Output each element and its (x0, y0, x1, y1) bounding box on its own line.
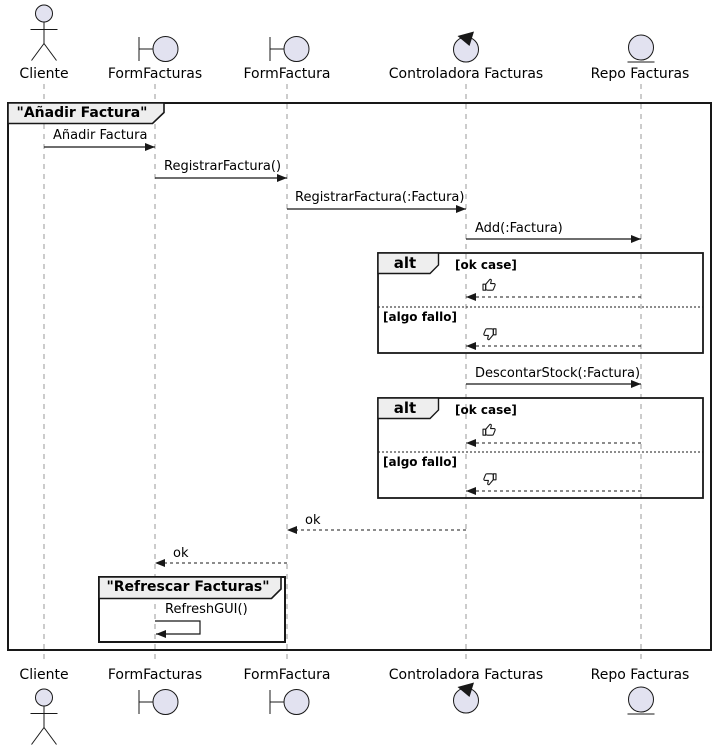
message-label: Add(:Factura) (475, 221, 563, 236)
alt-guard-label: [algo fallo] (383, 455, 457, 469)
main-frame-label-pentagon (7, 102, 165, 125)
message-label: RefreshGUI() (165, 602, 248, 617)
control-icon (453, 682, 479, 714)
refresh-frame-label-pentagon (98, 576, 282, 600)
refresh-frame-title: "Refrescar Facturas" (106, 579, 270, 595)
message-label: RegistrarFactura(:Factura) (295, 190, 465, 205)
message-label: DescontarStock(:Factura) (475, 366, 641, 381)
message-label: RegistrarFactura() (164, 159, 282, 174)
participant-label-formfacturas: FormFacturas (107, 66, 203, 82)
message-label: ok (305, 513, 321, 528)
self-message-arrow-refreshgui (155, 620, 201, 638)
alt-guard-label: [ok case] (455, 258, 517, 272)
actor-icon (30, 4, 58, 61)
actor-icon (30, 688, 58, 745)
participant-label-cliente: Cliente (19, 667, 69, 683)
participant-label-cliente: Cliente (19, 66, 69, 82)
boundary-icon (269, 689, 310, 715)
alt-fragment-border (377, 252, 704, 354)
thumbs-down-icon (483, 328, 497, 341)
thumbs-up-icon (482, 423, 496, 436)
participant-label-repo: Repo Facturas (590, 667, 690, 683)
main-frame-title: "Añadir Factura" (16, 105, 148, 121)
entity-icon (627, 34, 655, 63)
alt-fragment-label-pentagon (377, 252, 440, 275)
participant-label-repo: Repo Facturas (590, 66, 690, 82)
control-icon (453, 31, 479, 63)
thumbs-down-icon (483, 473, 497, 486)
participant-label-controladora: Controladora Facturas (388, 66, 544, 82)
participant-label-formfactura: FormFactura (243, 66, 331, 82)
alt-fragment-border (377, 397, 704, 499)
message-label: ok (173, 546, 189, 561)
boundary-icon (138, 36, 179, 62)
main-frame-border (7, 102, 712, 651)
alt-guard-label: [ok case] (455, 403, 517, 417)
alt-operator-label: alt (393, 399, 417, 417)
participant-label-formfactura: FormFactura (243, 667, 331, 683)
alt-fragment-label-pentagon (377, 397, 440, 420)
alt-operator-label: alt (393, 254, 417, 272)
message-label: Añadir Factura (53, 128, 148, 143)
participant-label-formfacturas: FormFacturas (107, 667, 203, 683)
thumbs-up-icon (482, 278, 496, 291)
participant-label-controladora: Controladora Facturas (388, 667, 544, 683)
entity-icon (627, 686, 655, 715)
boundary-icon (269, 36, 310, 62)
alt-guard-label: [algo fallo] (383, 310, 457, 324)
boundary-icon (138, 689, 179, 715)
